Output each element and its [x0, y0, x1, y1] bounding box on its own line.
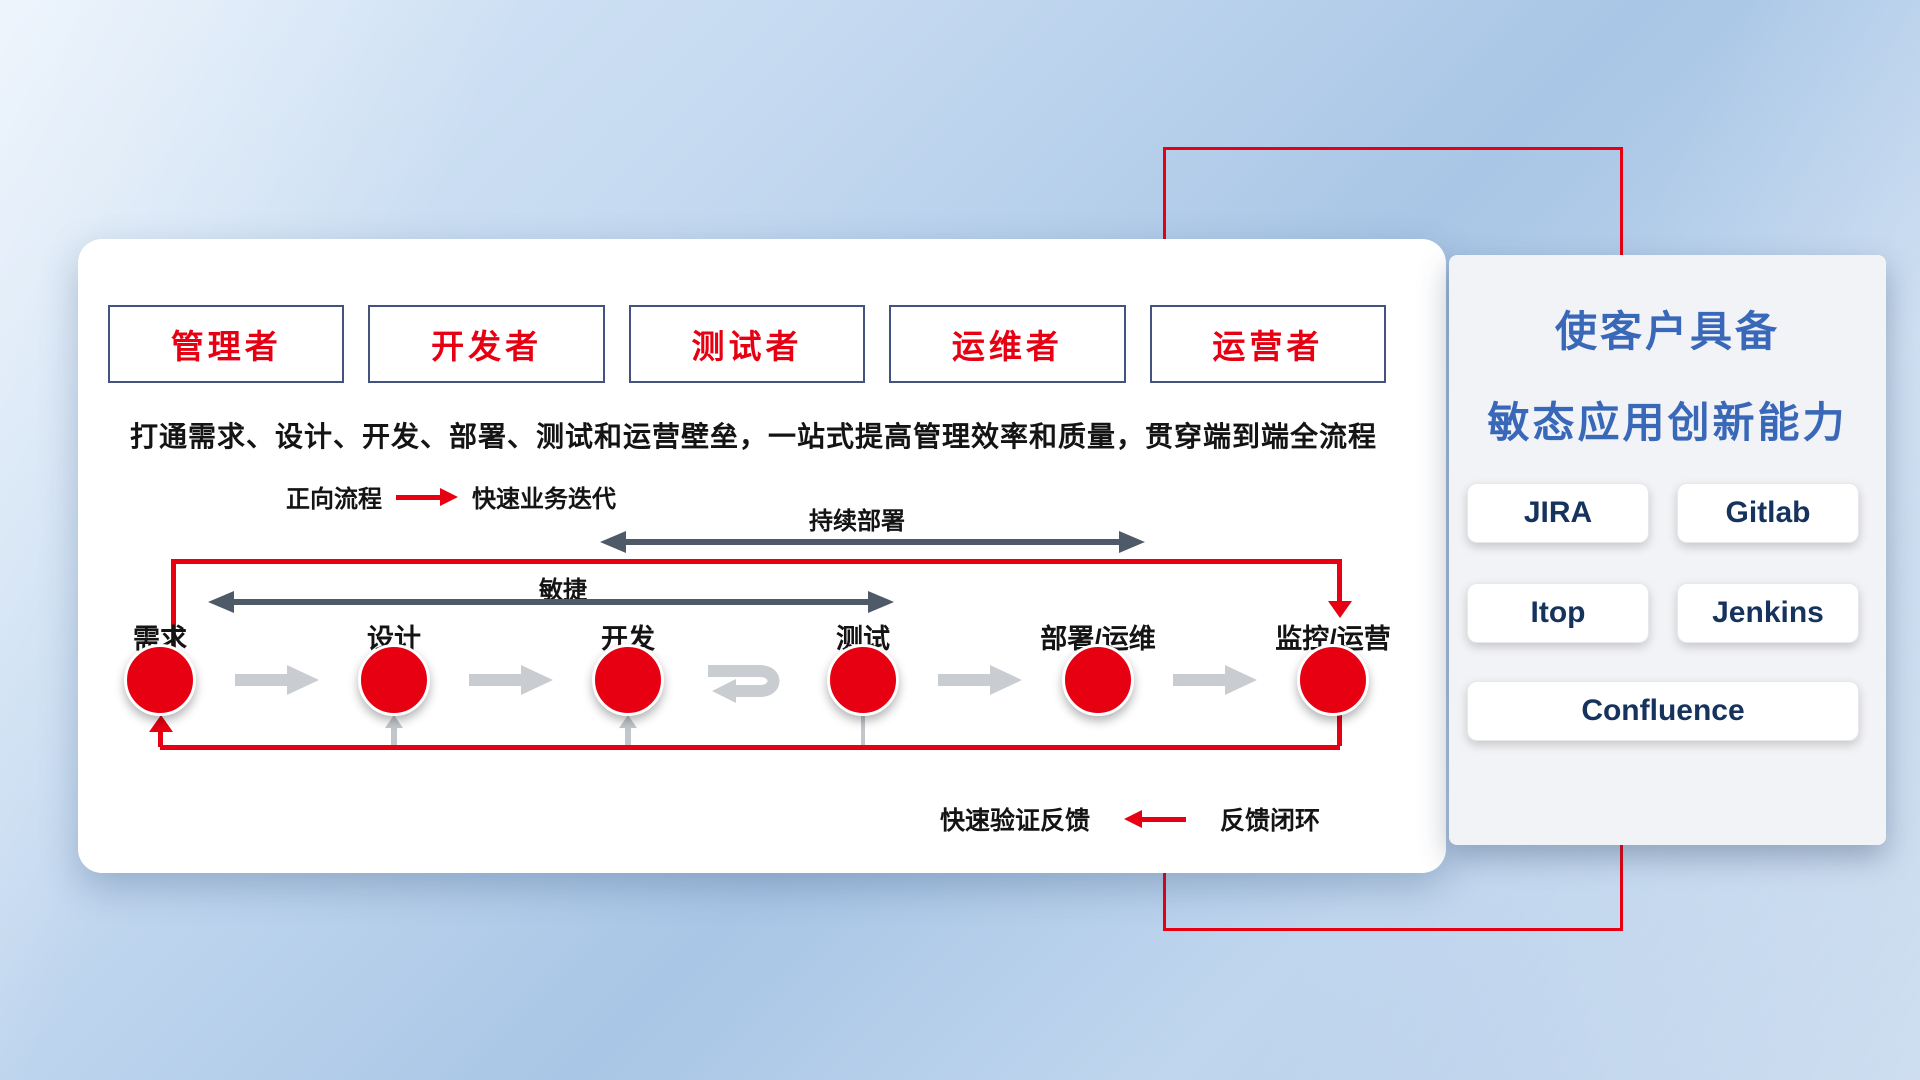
tool-badge-confluence: Confluence — [1467, 681, 1859, 741]
stage-node-develop — [592, 644, 664, 716]
role-box-ops: 运维者 — [889, 305, 1126, 383]
iteration-loop-icon — [708, 665, 780, 703]
capability-title-line2: 敏态应用创新能力 — [1487, 399, 1848, 446]
stage-node-monitor-op — [1297, 644, 1369, 716]
stage-node-requirements — [124, 644, 196, 716]
feedback-up-arrow-icon — [619, 715, 637, 747]
forward-loop-line-right — [1337, 559, 1342, 601]
roles-row: 管理者 开发者 测试者 运维者 运营者 — [108, 305, 1387, 383]
role-box-developer: 开发者 — [368, 305, 605, 383]
feedback-loop-line-left — [158, 731, 163, 747]
flow-arrow-icon — [1173, 665, 1257, 695]
legend-feedback-desc: 快速验证反馈 — [940, 807, 1091, 835]
stage-node-deploy-ops — [1062, 644, 1134, 716]
tool-badge-jira: JIRA — [1467, 483, 1649, 543]
devops-flow-panel: 管理者 开发者 测试者 运维者 运营者 打通需求、设计、开发、部署、测试和运营壁… — [78, 239, 1446, 873]
feedback-loop-line-bottom — [160, 745, 1340, 750]
feedback-up-arrow-icon — [385, 715, 403, 747]
tool-badge-gitlab: Gitlab — [1677, 483, 1859, 543]
role-box-tester: 测试者 — [628, 305, 866, 383]
forward-arrow-icon — [396, 487, 458, 506]
feedback-loop-line-right — [1337, 713, 1342, 746]
role-box-manager: 管理者 — [108, 305, 345, 383]
legend-forward: 正向流程 快速业务迭代 — [286, 479, 616, 514]
legend-feedback-label: 反馈闭环 — [1220, 807, 1321, 835]
flow-arrow-icon — [235, 665, 319, 695]
capability-title-line1: 使客户具备 — [1554, 308, 1780, 355]
flow-arrow-icon — [938, 665, 1022, 695]
forward-loop-arrowhead-icon — [1327, 601, 1352, 618]
flow-arrow-icon — [469, 665, 553, 695]
continuous-deploy-arrow-icon — [600, 531, 1145, 553]
feedback-arrow-icon — [1124, 810, 1187, 828]
stage-node-test — [827, 644, 899, 716]
legend-forward-desc: 快速业务迭代 — [472, 486, 616, 513]
tool-badge-jenkins: Jenkins — [1677, 583, 1859, 643]
forward-loop-line-left — [171, 559, 176, 657]
legend-feedback: 快速验证反馈 反馈闭环 — [940, 801, 1320, 837]
tool-badge-itop: Itop — [1467, 583, 1649, 643]
feedback-loop-arrowhead-icon — [148, 715, 173, 732]
forward-loop-line-top — [171, 559, 1342, 564]
agile-arrow-icon — [208, 591, 894, 613]
legend-forward-label: 正向流程 — [286, 486, 382, 513]
continuous-deploy-label: 持续部署 — [809, 508, 905, 535]
intro-text: 打通需求、设计、开发、部署、测试和运营壁垒，一站式提高管理效率和质量，贯穿端到端… — [130, 421, 1378, 452]
stage-node-design — [358, 644, 430, 716]
role-box-operator: 运营者 — [1149, 305, 1387, 383]
feedback-connector-line — [861, 716, 865, 747]
capability-panel: 使客户具备 敏态应用创新能力 JIRA Gitlab Itop Jenkins … — [1449, 255, 1886, 845]
